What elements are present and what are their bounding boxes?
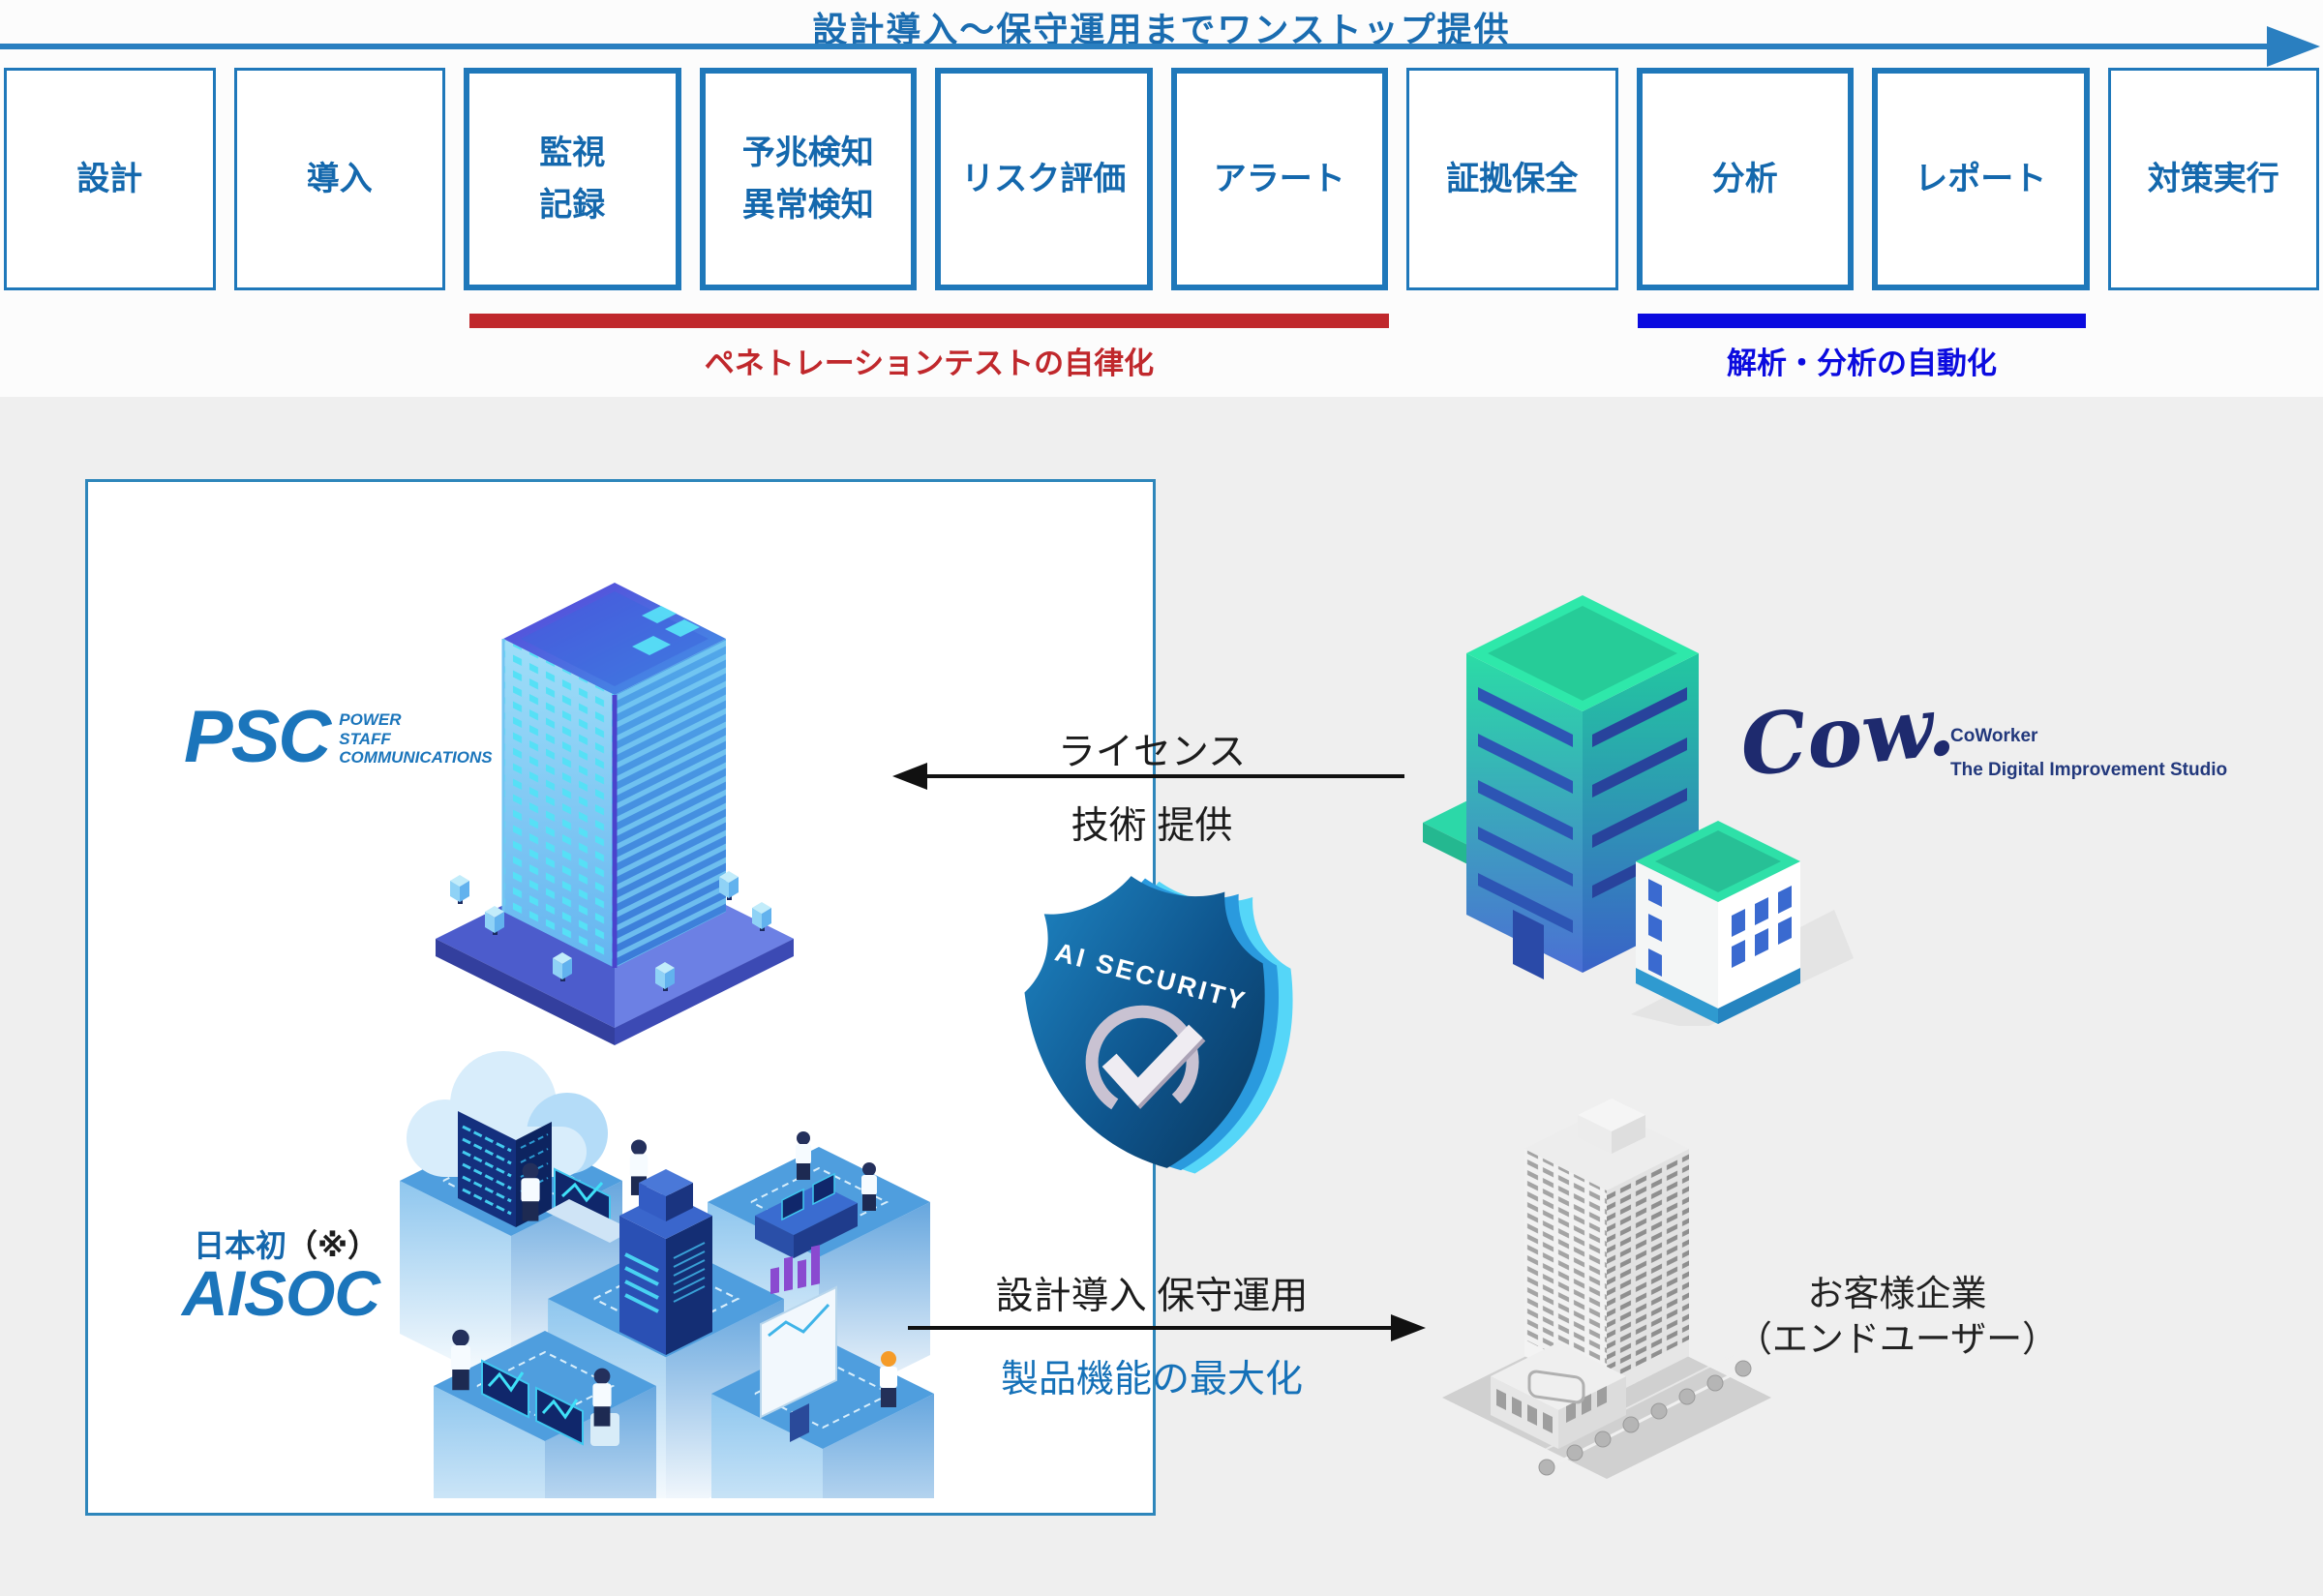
- japan-first-label: 日本初（※）: [194, 1221, 378, 1266]
- psc-sub1: POWER: [339, 710, 402, 729]
- check-icon: [1085, 1005, 1206, 1119]
- psc-logo-subtext: POWER STAFF COMMUNICATIONS: [339, 710, 492, 768]
- step-box-risk-assessment: リスク評価: [935, 68, 1153, 290]
- coworker-building-illustration: [1423, 595, 1854, 1026]
- step-label: 予兆検知 異常検知: [741, 134, 874, 224]
- step-box-alert: アラート: [1170, 68, 1388, 290]
- aisoc-soc-illustration: [399, 1051, 935, 1498]
- customer-building-illustration: [1442, 1099, 1771, 1479]
- license-arrow-icon: [892, 763, 1404, 790]
- psc-building-illustration: [436, 583, 794, 1045]
- psc-logo: PSC POWER STAFF COMMUNICATIONS: [184, 696, 493, 778]
- japan-first-text: 日本初: [194, 1228, 287, 1263]
- psc-logo-text: PSC: [184, 696, 331, 778]
- customer-label: お客様企業 （エンドユーザー）: [1704, 1271, 2091, 1363]
- step-box-monitoring-recording: 監視 記録: [464, 68, 681, 290]
- flow-arrow-icon: [0, 26, 2320, 67]
- page-title: 設計導入〜保守運用までワンストップ提供: [812, 10, 1511, 49]
- deploy-label-line1: 設計導入 保守運用: [995, 1276, 1309, 1317]
- psc-sub3: COMMUNICATIONS: [339, 748, 493, 768]
- ai-security-shield-icon: AI SECURITY: [1024, 876, 1293, 1174]
- step-label: 対策実行: [2147, 160, 2279, 197]
- step-box-evidence-preservation: 証拠保全: [1406, 68, 1618, 290]
- process-steps: 設計 導入 監視 記録 予兆検知 異常検知 リスク評価 アラート 証拠保全 分析…: [4, 68, 2319, 290]
- step-box-deployment: 導入: [233, 68, 445, 290]
- step-label: 設計: [76, 160, 143, 197]
- deploy-arrow-icon: [908, 1314, 1426, 1341]
- step-label: 導入: [306, 160, 373, 197]
- step-box-design: 設計: [4, 68, 216, 290]
- license-label-line1: ライセンス: [1057, 732, 1247, 773]
- japan-first-note: （※）: [287, 1228, 379, 1263]
- analysis-group-label: 解析・分析の自動化: [1727, 346, 1997, 380]
- psc-sub2: STAFF: [339, 729, 391, 748]
- step-box-report: レポート: [1872, 68, 2090, 290]
- step-label: アラート: [1213, 160, 1345, 197]
- analysis-group-bar: [1638, 314, 2086, 328]
- coworker-script-logo: Cow.: [1735, 676, 1959, 797]
- aisoc-logo: AISOC: [182, 1257, 380, 1329]
- step-label: 監視 記録: [539, 134, 606, 224]
- license-label-line2: 技術 提供: [1071, 805, 1233, 847]
- customer-line2: （エンドユーザー）: [1735, 1319, 2059, 1360]
- step-label: レポート: [1915, 160, 2047, 197]
- customer-line1: お客様企業: [1807, 1274, 1987, 1313]
- step-label: リスク評価: [961, 160, 1127, 197]
- step-label: 証拠保全: [1446, 160, 1579, 197]
- deploy-label-line2: 製品機能の最大化: [1000, 1359, 1303, 1400]
- pentest-group-bar: [469, 314, 1389, 328]
- step-label: 分析: [1711, 160, 1778, 197]
- pentest-group-label: ペネトレーションテストの自律化: [704, 346, 1155, 380]
- diagram-stage: PSC POWER STAFF COMMUNICATIONS 日本初（※） AI…: [0, 397, 2323, 1596]
- step-box-predictive-anomaly-detection: 予兆検知 異常検知: [699, 68, 917, 290]
- coworker-tagline: The Digital Improvement Studio: [1950, 760, 2228, 780]
- step-box-analysis: 分析: [1636, 68, 1854, 290]
- coworker-name: CoWorker: [1950, 726, 2038, 746]
- step-box-countermeasure-execution: 対策実行: [2107, 68, 2319, 290]
